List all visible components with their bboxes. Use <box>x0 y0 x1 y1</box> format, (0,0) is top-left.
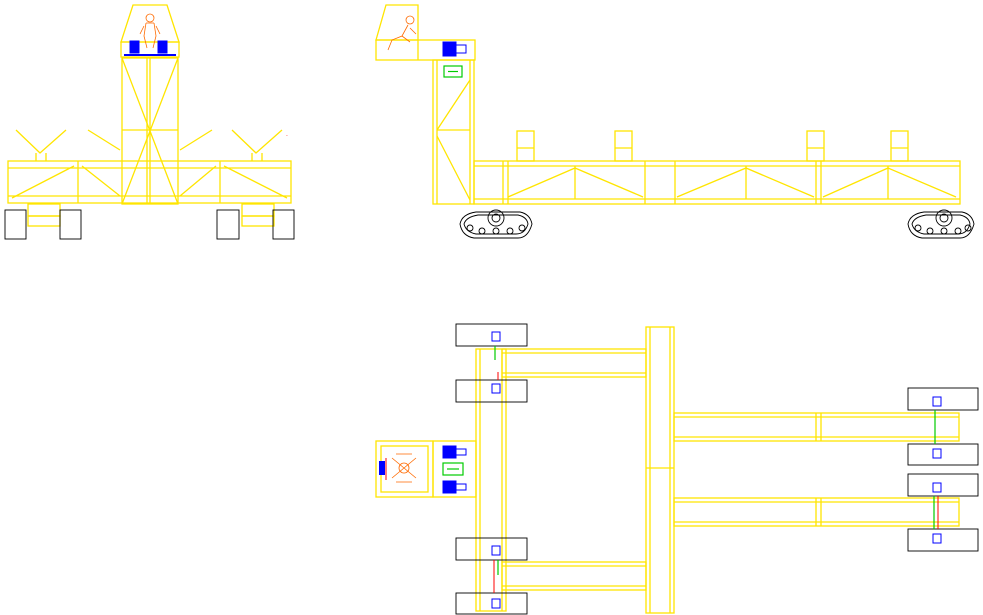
front-crossbeam <box>7 160 292 204</box>
side-cab-deck <box>375 39 476 61</box>
operator-figure-icon <box>379 453 417 483</box>
front-cab-roof <box>120 4 180 43</box>
front-support-left <box>15 129 67 161</box>
plan-center-beam <box>645 326 675 614</box>
marker-dot: · <box>286 133 288 140</box>
side-mast <box>432 59 475 205</box>
control-panel-icon <box>443 65 463 78</box>
operator-figure-icon <box>139 13 161 49</box>
control-panel-icon <box>442 462 464 476</box>
track-wheel-icon <box>459 209 975 239</box>
operator-figure-icon <box>387 15 417 51</box>
motor-icon <box>124 40 176 56</box>
front-support-right <box>231 129 283 161</box>
front-elevation-view <box>4 4 295 240</box>
side-elevation-view <box>375 4 975 239</box>
front-cab-base <box>120 41 180 58</box>
plan-main-frame <box>475 348 507 612</box>
track-wheel-icon <box>907 387 979 552</box>
plan-view <box>375 323 979 615</box>
track-wheel-icon <box>4 209 295 240</box>
track-wheel-icon <box>455 323 528 615</box>
motor-icon <box>442 445 467 494</box>
motor-icon <box>442 41 467 57</box>
side-long-beam <box>473 160 961 205</box>
side-cab <box>375 4 419 41</box>
